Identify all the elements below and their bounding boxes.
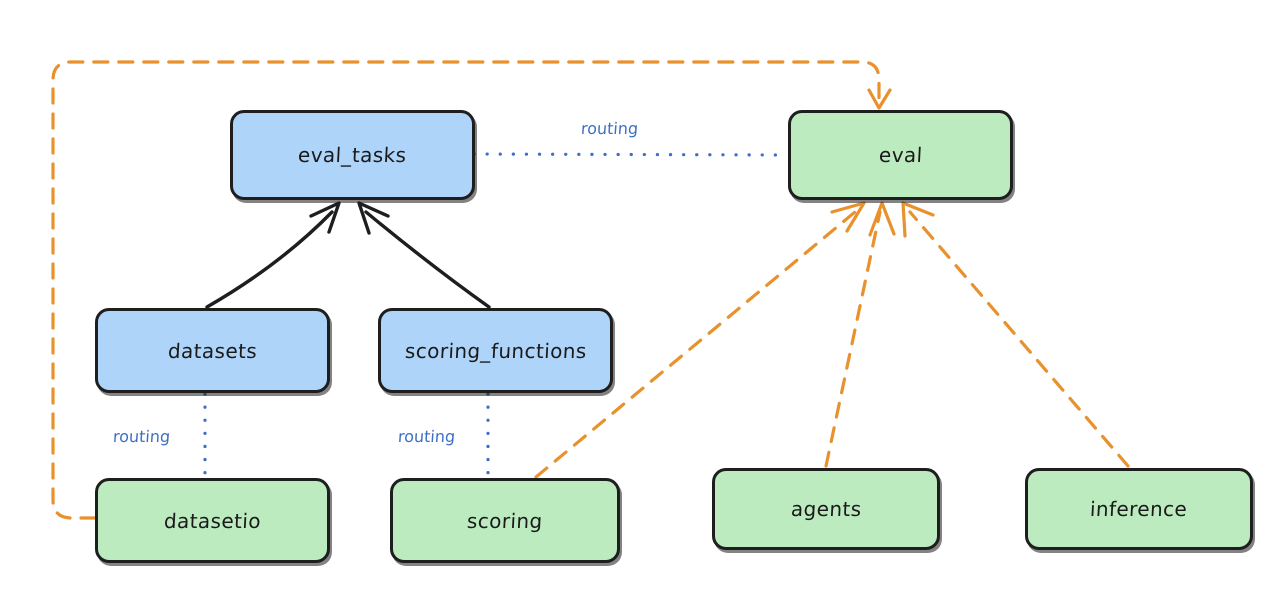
node-inference[interactable]: inference bbox=[1025, 468, 1253, 550]
node-datasetio[interactable]: datasetio bbox=[95, 478, 330, 563]
edge-scoring-to-eval bbox=[534, 201, 866, 479]
node-label-datasetio: datasetio bbox=[163, 508, 262, 533]
node-label-inference: inference bbox=[1089, 497, 1189, 521]
edge-eval_tasks-to-eval bbox=[472, 152, 790, 157]
node-datasets[interactable]: datasets bbox=[95, 308, 330, 393]
edge-datasetio-to-eval bbox=[51, 60, 892, 520]
edge-agents-to-eval bbox=[824, 201, 896, 468]
node-agents[interactable]: agents bbox=[712, 468, 940, 550]
edge-label-routing-datasets-datasetio: routing bbox=[112, 427, 171, 446]
edge-label-routing-eval_tasks-eval: routing bbox=[580, 119, 639, 138]
edge-inference-to-eval bbox=[901, 201, 1130, 468]
node-label-scoring: scoring bbox=[466, 508, 544, 533]
node-scoring_functions[interactable]: scoring_functions bbox=[378, 308, 613, 393]
edge-label-routing-scoring_functions-scoring: routing bbox=[397, 427, 456, 446]
node-label-eval_tasks: eval_tasks bbox=[297, 143, 408, 167]
edge-datasets-to-eval_tasks bbox=[205, 201, 341, 309]
node-label-datasets: datasets bbox=[167, 338, 258, 363]
node-eval_tasks[interactable]: eval_tasks bbox=[230, 110, 475, 200]
edge-scoring_functions-to-eval_tasks bbox=[357, 201, 491, 309]
node-eval[interactable]: eval bbox=[788, 110, 1013, 200]
node-label-eval: eval bbox=[878, 143, 923, 167]
node-scoring[interactable]: scoring bbox=[390, 478, 620, 563]
node-label-scoring_functions: scoring_functions bbox=[403, 338, 587, 363]
node-label-agents: agents bbox=[790, 497, 862, 521]
